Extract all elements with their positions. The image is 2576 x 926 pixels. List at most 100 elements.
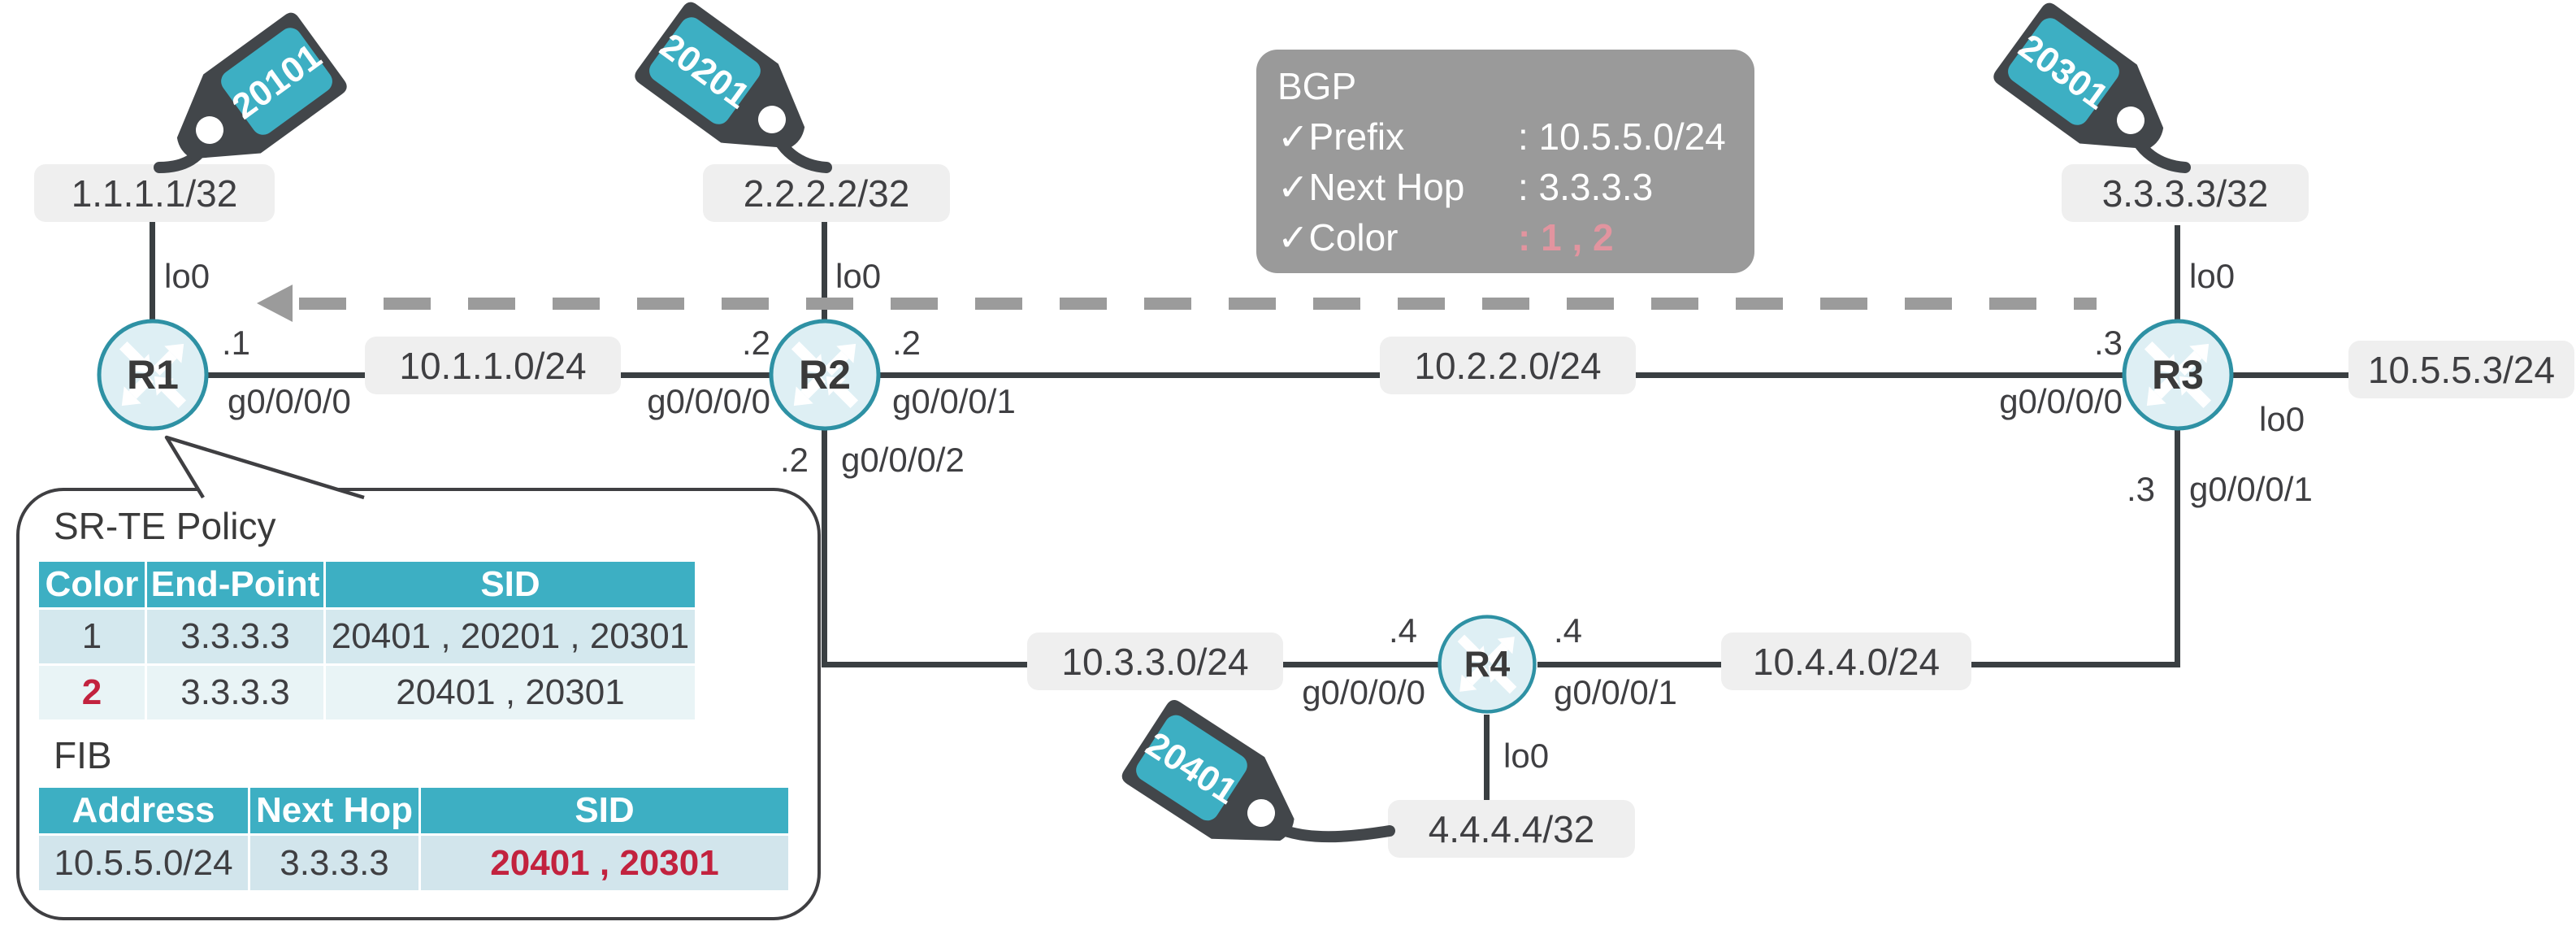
srte-row-color2: 2 3.3.3.3 20401 , 20301 (37, 663, 697, 722)
bgp-panel: BGP ✓Prefix : 10.5.5.0/24 ✓Next Hop : 3.… (1256, 50, 1754, 273)
srte-color2-endpoint: 3.3.3.3 (145, 663, 326, 722)
bgp-nexthop-key: Next Hop (1308, 166, 1465, 208)
router-r4: R4 (1438, 615, 1537, 714)
fib-address-value: 10.5.5.0/24 (37, 833, 250, 893)
tag-hole-icon (196, 116, 223, 144)
bgp-row-nexthop: ✓Next Hop : 3.3.3.3 (1277, 162, 1754, 212)
label-r3-g0001: g0/0/0/1 (2189, 470, 2313, 508)
network-box-r4-r3: 10.4.4.0/24 (1721, 633, 1971, 690)
bgp-color-value: : 1 , 2 (1518, 216, 1614, 259)
label-r2-lo0: lo0 (835, 257, 882, 295)
sr-path-arrowhead-icon (257, 285, 293, 322)
srte-col-color: Color (37, 559, 147, 610)
label-r1-lo0: lo0 (164, 257, 210, 295)
network-r4-r3-text: 10.4.4.0/24 (1752, 640, 1941, 683)
router-arrows-icon (1457, 634, 1517, 694)
bgp-nexthop-label: ✓Next Hop (1277, 162, 1518, 212)
tag-hole-icon (2117, 107, 2144, 134)
check-icon: ✓ (1277, 166, 1309, 208)
lan-r3-text: 10.5.5.3/24 (2367, 348, 2556, 391)
label-r4-right-ip: .4 (1554, 611, 1583, 650)
router-arrows-icon (791, 341, 859, 409)
tag-hole-icon (758, 106, 786, 133)
label-r2-left-ip: .2 (741, 324, 770, 362)
link-r3-down (2175, 428, 2180, 667)
router-r1: R1 (97, 319, 209, 431)
label-r4-g0001: g0/0/0/1 (1554, 673, 1677, 711)
label-r3-left-ip: .3 (2093, 324, 2123, 362)
loopback-box-r2: 2.2.2.2/32 (703, 164, 950, 222)
router-r3-label: R3 (2152, 352, 2204, 398)
fib-row: 10.5.5.0/24 3.3.3.3 20401 , 20301 (37, 833, 791, 893)
bgp-nexthop-value: : 3.3.3.3 (1518, 166, 1654, 208)
link-r2-down (822, 428, 827, 667)
lan-box-r3: 10.5.5.3/24 (2348, 341, 2574, 398)
network-r2-r4-text: 10.3.3.0/24 (1061, 640, 1249, 683)
srte-color1-value: 1 (37, 607, 147, 666)
bgp-color-label: ✓Color (1277, 212, 1518, 263)
fib-header-row: Address Next Hop SID (37, 785, 791, 836)
check-icon: ✓ (1277, 216, 1309, 259)
label-r3-bottom-ip: .3 (2126, 470, 2155, 508)
callout-tail (164, 435, 365, 500)
check-icon: ✓ (1277, 115, 1309, 158)
label-r3-g0000: g0/0/0/0 (1999, 382, 2123, 420)
tag-label-plate (649, 17, 761, 124)
router-r3: R3 (2122, 319, 2234, 431)
link-r3-lan (2231, 372, 2350, 378)
router-arrows-icon (2144, 341, 2212, 409)
srte-policy-title: SR-TE Policy (54, 505, 276, 547)
label-r3-lo0-top: lo0 (2189, 257, 2236, 295)
fib-col-sid: SID (418, 785, 791, 836)
bgp-prefix-value: : 10.5.5.0/24 (1518, 115, 1726, 158)
link-r2-lo0 (822, 222, 827, 321)
fib-nexthop-value: 3.3.3.3 (248, 833, 421, 893)
srte-col-endpoint: End-Point (145, 559, 326, 610)
loopback-box-r1: 1.1.1.1/32 (34, 164, 275, 222)
network-box-r2-r4: 10.3.3.0/24 (1027, 633, 1283, 690)
loopback-r1-text: 1.1.1.1/32 (71, 172, 238, 215)
network-r1-r2-text: 10.1.1.0/24 (399, 344, 587, 387)
label-r2-g0000: g0/0/0/0 (647, 382, 770, 420)
label-r2-bottom-ip: .2 (779, 441, 809, 479)
bgp-prefix-label: ✓Prefix (1277, 111, 1518, 162)
label-r4-g0000: g0/0/0/0 (1302, 673, 1425, 711)
bgp-row-color: ✓Color : 1 , 2 (1277, 212, 1754, 263)
router-r2: R2 (769, 319, 881, 431)
fib-table: Address Next Hop SID 10.5.5.0/24 3.3.3.3… (37, 785, 791, 893)
tag-label-plate (2008, 18, 2119, 125)
tag-hole-icon (1247, 799, 1275, 827)
router-r1-label: R1 (127, 352, 179, 398)
srte-row-color1: 1 3.3.3.3 20401 , 20201 , 20301 (37, 607, 697, 666)
loopback-box-r3: 3.3.3.3/32 (2062, 164, 2309, 222)
router-r2-label: R2 (799, 352, 851, 398)
srte-color2-sid: 20401 , 20301 (323, 663, 697, 722)
srte-color2-value: 2 (37, 663, 147, 722)
srte-color1-sid: 20401 , 20201 , 20301 (323, 607, 697, 666)
fib-col-nexthop: Next Hop (248, 785, 421, 836)
label-r2-right-ip: .2 (892, 324, 922, 362)
sid-tag-20201: 20201 (635, 2, 832, 173)
fib-title: FIB (54, 734, 112, 776)
network-r2-r3-text: 10.2.2.0/24 (1414, 344, 1602, 387)
link-r1-lo0 (150, 222, 155, 321)
fib-sid-value: 20401 , 20301 (418, 833, 791, 893)
bgp-row-prefix: ✓Prefix : 10.5.5.0/24 (1277, 111, 1754, 162)
network-box-r1-r2: 10.1.1.0/24 (365, 337, 621, 394)
bgp-panel-title: BGP (1277, 65, 1357, 107)
tag-label-plate (221, 28, 332, 135)
sid-tag-20101: 20101 (154, 12, 347, 173)
loopback-r2-text: 2.2.2.2/32 (743, 172, 910, 215)
sid-tag-20401: 20401 (1121, 700, 1395, 843)
loopback-box-r4: 4.4.4.4/32 (1388, 800, 1635, 858)
label-r4-lo0: lo0 (1503, 737, 1550, 775)
router-r4-label: R4 (1464, 645, 1511, 685)
network-box-r2-r3: 10.2.2.0/24 (1380, 337, 1636, 394)
label-r1-g0000: g0/0/0/0 (228, 382, 351, 420)
bgp-color-key: Color (1308, 216, 1399, 259)
sid-tag-20301: 20301 (1993, 2, 2191, 173)
srte-col-sid: SID (323, 559, 697, 610)
srte-header-row: Color End-Point SID (37, 559, 697, 610)
label-r1-ip: .1 (221, 324, 250, 362)
